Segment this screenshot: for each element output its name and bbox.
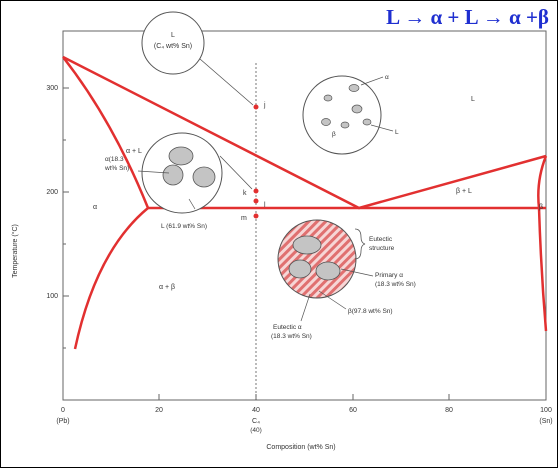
alpha-solidus-line — [62, 56, 150, 209]
y-tick-200: 200 — [46, 189, 58, 196]
y-axis: 300 200 100 Temperature (°C) — [11, 85, 69, 349]
region-labels: L α + L β + L α β α + β — [93, 96, 543, 291]
x-tick-0: 0 — [61, 407, 65, 414]
eutectic-alpha-label-1: Eutectic α — [273, 324, 302, 331]
region-alpha-beta: α + β — [159, 284, 175, 291]
point-j-label: j — [263, 102, 266, 109]
liquid-circle-composition: (C₄ wt% Sn) — [154, 43, 192, 50]
y-axis-label: Temperature (°C) — [11, 224, 19, 278]
partial-beta-label: β — [332, 131, 336, 138]
transformation-title: L → α + L → α +β — [386, 5, 549, 29]
primary-alpha-label-1: Primary α — [375, 272, 403, 279]
region-alpha: α — [93, 204, 97, 211]
region-L: L — [471, 96, 475, 103]
x-end-sn: (Sn) — [539, 418, 552, 425]
x-axis: 0 20 40 60 80 100 (Pb) (Sn) C₄ (40) Comp… — [56, 394, 553, 451]
eutectic-alpha-label-2: (18.3 wt% Sn) — [271, 333, 312, 340]
liquid-microstructure: L (C₄ wt% Sn) — [141, 11, 254, 106]
c4-sub-label: (40) — [250, 427, 262, 434]
x-axis-label: Composition (wt% Sn) — [266, 444, 335, 451]
eutectic-structure-label-1: Eutectic — [369, 236, 393, 243]
region-alpha-L: α + L — [126, 148, 142, 155]
liquid-circle-label: L — [171, 32, 175, 39]
composition-points: j k l m — [241, 102, 266, 222]
primary-alpha-label-2: (18.3 wt% Sn) — [375, 281, 416, 288]
y-tick-100: 100 — [46, 293, 58, 300]
alpha-L-leader-line — [219, 155, 253, 190]
region-beta: β — [539, 204, 543, 211]
point-l-label: l — [264, 202, 266, 209]
x-tick-60: 60 — [349, 407, 357, 414]
point-m-label: m — [241, 215, 247, 222]
c4-label: C₄ — [252, 418, 260, 425]
y-tick-300: 300 — [46, 85, 58, 92]
partial-alpha-label: α — [385, 74, 389, 81]
partial-L-label: L — [395, 129, 399, 136]
partial-solidification-microstructure: α L β — [302, 74, 399, 155]
x-tick-20: 20 — [155, 407, 163, 414]
x-end-pb: (Pb) — [56, 418, 69, 425]
alpha-comp-label-2: wt% Sn) — [104, 165, 129, 172]
eutectic-microstructure: Eutectic structure Primary α (18.3 wt% S… — [271, 219, 416, 340]
plot-area — [62, 30, 547, 401]
liquid-comp-label: L (61.9 wt% Sn) — [161, 223, 207, 230]
liquid-leader-line — [199, 58, 254, 106]
x-tick-40: 40 — [252, 407, 260, 414]
alpha-liquid-microstructure: α(18.3 wt% Sn) L (61.9 wt% Sn) — [104, 132, 253, 230]
beta-comp-label: β(97.8 wt% Sn) — [348, 308, 393, 315]
alpha-comp-label-1: α(18.3 — [105, 156, 124, 163]
x-tick-100: 100 — [540, 407, 552, 414]
region-beta-L: β + L — [456, 188, 472, 195]
beta-boundary-line — [537, 155, 548, 332]
point-k-label: k — [243, 190, 247, 197]
alpha-solvus-line — [73, 207, 149, 350]
phase-boundaries — [62, 55, 548, 350]
eutectic-structure-label-2: structure — [369, 245, 395, 252]
liquidus-line — [62, 55, 547, 210]
x-tick-80: 80 — [445, 407, 453, 414]
